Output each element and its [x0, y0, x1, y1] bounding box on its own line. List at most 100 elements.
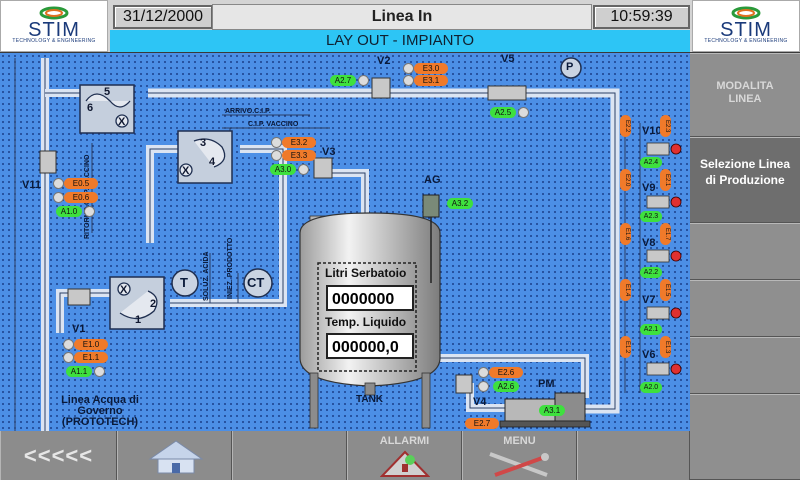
alarm-bell-icon	[380, 450, 430, 477]
tag-e33: E3.3	[282, 150, 316, 161]
select-line-label: Selezione Linea di Produzione	[699, 157, 791, 187]
cip-vaccino-label: C.I.P. VACCINO	[248, 121, 299, 128]
time-display: 10:59:39	[593, 5, 690, 29]
back-button[interactable]: <<<<<	[0, 431, 117, 480]
tag-a20: A2.0	[640, 382, 662, 393]
temperature-sensor-label: T	[180, 275, 188, 290]
status-led	[298, 164, 309, 175]
svg-text:5: 5	[104, 86, 110, 98]
side-button-empty-4[interactable]	[690, 394, 800, 480]
alarms-button[interactable]: ALLARMI	[347, 431, 462, 480]
valve-v9-label: V9	[642, 182, 656, 194]
tag-e13: E1.3	[660, 336, 671, 358]
valve-v2-label: V2	[377, 55, 391, 67]
date-display: 31/12/2000	[113, 5, 213, 29]
tag-a10: A1.0	[56, 206, 82, 217]
iniez-prodotto-label: INIEZ. PRODOTTO	[227, 237, 234, 299]
status-led	[358, 75, 369, 86]
pump-label: PM	[538, 378, 555, 390]
tag-a27: A2.7	[330, 75, 356, 86]
status-led	[94, 366, 105, 377]
home-icon	[148, 440, 204, 474]
menu-label: MENU	[503, 435, 536, 447]
home-button[interactable]	[117, 431, 232, 480]
valve-v6-label: V6	[642, 349, 656, 361]
tag-e15: E1.5	[660, 279, 671, 301]
svg-text:X: X	[120, 284, 128, 296]
tag-e23: E2.3	[660, 115, 671, 137]
temp-display: 000000,0	[326, 333, 414, 359]
svg-text:2: 2	[150, 298, 156, 310]
select-line-button[interactable]: Selezione Linea di Produzione	[690, 137, 800, 223]
tag-a26: A2.6	[493, 381, 519, 392]
status-led	[271, 137, 282, 148]
tag-a31: A3.1	[539, 405, 565, 416]
agitator-label: AG	[424, 174, 441, 186]
pressure-indicator-label: P	[566, 61, 574, 73]
bottom-button-empty[interactable]	[232, 431, 347, 480]
alarms-label: ALLARMI	[379, 435, 430, 447]
status-led	[478, 367, 489, 378]
svg-text:6: 6	[87, 102, 93, 114]
valve-v3-label: V3	[322, 146, 336, 158]
svg-text:1: 1	[135, 314, 141, 326]
side-panel: MODALITA LINEA Selezione Linea di Produz…	[690, 53, 800, 480]
logo-swirl-icon	[731, 6, 761, 20]
menu-button[interactable]: MENU	[462, 431, 577, 480]
status-led	[63, 352, 74, 363]
valve-v11-label: V11	[22, 179, 41, 191]
valve-v10-label: V10	[642, 125, 662, 137]
tag-a22: A2.2	[640, 267, 662, 278]
tag-e05: E0.5	[64, 178, 98, 189]
svg-text:4: 4	[209, 156, 216, 168]
back-label: <<<<<	[23, 443, 94, 468]
tag-e26: E2.6	[489, 367, 523, 378]
mode-panel: MODALITA LINEA	[690, 53, 800, 137]
status-led	[63, 339, 74, 350]
side-button-empty-3[interactable]	[690, 337, 800, 394]
status-led	[53, 178, 64, 189]
valve-v7-label: V7	[642, 294, 656, 306]
page-title: Linea In	[212, 4, 592, 30]
tag-e22: E2.2	[620, 115, 631, 137]
tag-e16: E1.6	[620, 223, 631, 245]
stim-logo-right: STIM TECHNOLOGY & ENGINEERING	[692, 0, 800, 52]
status-led	[403, 75, 414, 86]
tag-e06: E0.6	[64, 192, 98, 203]
bottom-button-empty-2[interactable]	[577, 431, 690, 480]
logo-brand: STIM	[720, 19, 772, 41]
tag-e31: E3.1	[414, 75, 448, 86]
status-led	[271, 150, 282, 161]
liters-display: 0000000	[326, 285, 414, 311]
stim-logo-left: STIM TECHNOLOGY & ENGINEERING	[0, 0, 108, 52]
valve-v4-label: V4	[473, 396, 487, 408]
svg-text:X: X	[182, 165, 190, 177]
valve-v1-label: V1	[72, 323, 86, 335]
tag-e27: E2.7	[465, 418, 499, 429]
svg-text:X: X	[118, 116, 126, 128]
arrivo-cip-label: ARRIVO.C.I.P.	[225, 108, 271, 115]
tag-e21: E2.1	[660, 169, 671, 191]
temp-label: Temp. Liquido	[325, 315, 407, 329]
svg-text:3: 3	[200, 137, 206, 149]
liters-label: Litri Serbatoio	[325, 266, 407, 280]
tools-icon	[489, 452, 549, 477]
tag-e17: E1.7	[660, 223, 671, 245]
tag-a32: A3.2	[447, 198, 473, 209]
tag-a24: A2.4	[640, 157, 662, 168]
side-button-empty-1[interactable]	[690, 223, 800, 280]
logo-sub: TECHNOLOGY & ENGINEERING	[704, 38, 788, 44]
valve-v5-label: V5	[501, 53, 515, 65]
tag-e30: E3.0	[414, 63, 448, 74]
tag-a21: A2.1	[640, 324, 662, 335]
status-led	[53, 192, 64, 203]
status-led	[403, 63, 414, 74]
tag-a30: A3.0	[270, 164, 296, 175]
tank-label: TANK	[356, 394, 384, 405]
side-button-empty-2[interactable]	[690, 280, 800, 337]
tag-a25: A2.5	[490, 107, 516, 118]
logo-swirl-icon	[39, 6, 69, 20]
tag-a23: A2.3	[640, 211, 662, 222]
status-led	[84, 206, 95, 217]
